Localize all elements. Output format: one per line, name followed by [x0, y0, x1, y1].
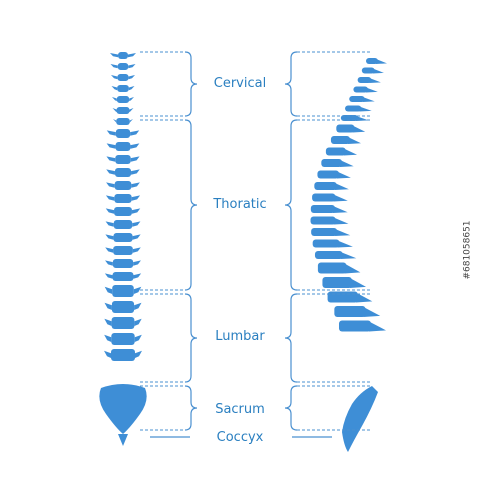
- vertebra-side: [317, 262, 361, 274]
- vertebra-front: [104, 285, 142, 297]
- vertebra-front: [113, 118, 133, 125]
- bracket-left-lumbar: [184, 293, 198, 383]
- vertebra-side: [357, 77, 381, 83]
- bracket-left-sacrum: [184, 385, 198, 431]
- spine-side-view: [310, 58, 387, 452]
- label-coccyx: Coccyx: [216, 430, 264, 445]
- spine-front-view: [99, 52, 147, 446]
- vertebra-side: [366, 58, 387, 64]
- vertebra-side: [314, 251, 357, 259]
- vertebra-side: [338, 320, 386, 332]
- vertebra-front: [104, 317, 142, 329]
- vertebra-side: [334, 306, 381, 317]
- bracket-right-sacrum: [284, 385, 298, 431]
- bracket-right-cervical: [284, 51, 298, 117]
- bracket-left-cervical: [184, 51, 198, 117]
- stock-id-watermark: #681058651: [462, 220, 473, 280]
- vertebra-front: [104, 301, 142, 313]
- label-thoracic: Thoratic: [213, 197, 267, 212]
- vertebra-side: [327, 291, 373, 303]
- vertebra-side: [321, 159, 354, 167]
- vertebra-front: [104, 333, 142, 345]
- vertebra-side: [311, 228, 351, 236]
- vertebra-front: [105, 220, 141, 229]
- vertebra-front: [110, 63, 136, 70]
- vertebra-front: [106, 155, 140, 164]
- coccyx-front: [118, 434, 128, 446]
- vertebra-side: [349, 96, 375, 102]
- vertebra-side: [310, 216, 349, 225]
- vertebra-side: [330, 136, 361, 144]
- sacrum-side: [342, 386, 378, 452]
- bracket-left-thoracic: [184, 119, 198, 291]
- vertebra-front: [111, 85, 135, 92]
- vertebra-side: [312, 239, 353, 248]
- vertebra-side: [310, 205, 348, 213]
- vertebra-front: [106, 168, 140, 177]
- vertebra-side: [336, 124, 366, 133]
- vertebra-front: [112, 96, 134, 103]
- region-brackets: [140, 51, 372, 438]
- vertebra-side: [345, 105, 372, 112]
- vertebra-front: [110, 52, 136, 59]
- vertebra-front: [105, 259, 141, 268]
- vertebra-front: [105, 246, 141, 255]
- bracket-right-lumbar: [284, 293, 298, 383]
- vertebra-side: [353, 86, 378, 93]
- vertebra-side: [361, 67, 384, 74]
- vertebra-front: [105, 194, 141, 203]
- vertebra-side: [325, 147, 358, 156]
- vertebra-front: [104, 349, 142, 361]
- vertebra-front: [111, 74, 135, 81]
- bracket-right-thoracic: [284, 119, 298, 291]
- label-lumbar: Lumbar: [215, 329, 265, 344]
- vertebra-front: [105, 207, 141, 216]
- vertebra-side: [314, 182, 349, 190]
- vertebra-front: [105, 233, 141, 242]
- vertebra-front: [104, 272, 142, 281]
- vertebra-front: [106, 142, 140, 151]
- label-cervical: Cervical: [213, 76, 267, 91]
- vertebra-front: [112, 107, 134, 114]
- vertebra-front: [106, 181, 140, 190]
- sacrum-front: [99, 384, 147, 434]
- vertebra-side: [322, 277, 367, 288]
- vertebra-side: [312, 193, 348, 202]
- label-sacrum: Sacrum: [215, 402, 265, 417]
- vertebra-side: [317, 170, 351, 179]
- vertebra-front: [106, 129, 140, 138]
